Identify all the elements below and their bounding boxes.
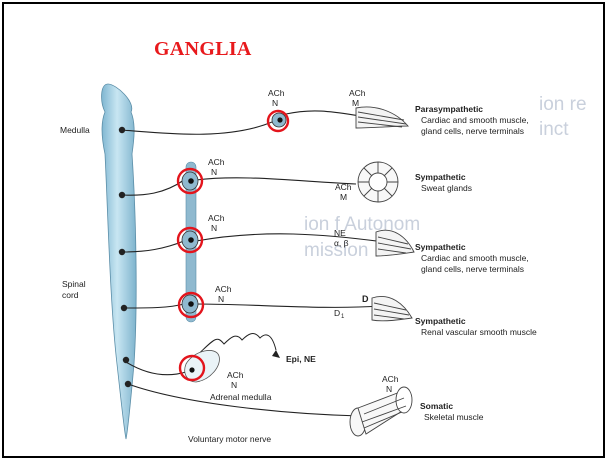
spinal-cord-label: cord — [62, 290, 79, 300]
voluntary-motor-nerve-label: Voluntary motor nerve — [188, 434, 271, 444]
target-heading: Sympathetic — [415, 172, 466, 182]
receptor-label: ACh — [268, 88, 285, 98]
effector-cardiac-smooth-2 — [376, 230, 414, 256]
receptor-label: N — [211, 223, 217, 233]
receptor-label: M — [340, 192, 347, 202]
effector-skeletal-muscle — [350, 387, 412, 436]
receptor-label: ACh — [335, 182, 352, 192]
adrenal-medulla-label: Adrenal medulla — [210, 392, 272, 402]
receptor-label: D — [362, 294, 369, 304]
receptor-label: N — [231, 380, 237, 390]
receptor-label: ACh — [208, 157, 225, 167]
effector-sweat-gland — [358, 162, 398, 202]
receptor-label: N — [272, 98, 278, 108]
target-line: Sweat glands — [421, 183, 472, 193]
effector-renal-vascular — [372, 296, 412, 320]
target-line: gland cells, nerve terminals — [421, 264, 524, 274]
receptor-label: N — [386, 384, 392, 394]
receptor-label: D — [334, 308, 340, 318]
spinal-cord-label: Spinal — [62, 279, 86, 289]
ganglia — [182, 113, 286, 382]
epi-arrow — [272, 350, 280, 358]
target-descriptions: Parasympathetic Cardiac and smooth muscl… — [415, 104, 537, 422]
receptor-label: M — [352, 98, 359, 108]
receptor-label: Epi, NE — [286, 354, 316, 364]
target-heading: Parasympathetic — [415, 104, 483, 114]
ganglia-diagram: Medulla Spinal cord ACh N ACh M ACh N AC… — [4, 4, 605, 458]
nerve-lines — [120, 111, 384, 416]
effector-cardiac-smooth-1 — [356, 107, 408, 128]
receptor-label: α, β — [334, 238, 349, 248]
target-line: Cardiac and smooth muscle, — [421, 115, 529, 125]
receptor-label: ACh — [227, 370, 244, 380]
spinal-cord — [102, 84, 137, 439]
target-heading: Sympathetic — [415, 242, 466, 252]
slide: ion re inct ion f Autonom mission GANGLI… — [2, 2, 605, 458]
medulla-label: Medulla — [60, 125, 90, 135]
target-line: Cardiac and smooth muscle, — [421, 253, 529, 263]
receptor-label: 1 — [341, 314, 345, 320]
target-line: Skeletal muscle — [424, 412, 484, 422]
receptor-label: ACh — [349, 88, 366, 98]
receptor-label: ACh — [208, 213, 225, 223]
receptor-label: N — [218, 294, 224, 304]
receptor-label: N — [211, 167, 217, 177]
receptor-label: NE — [334, 228, 346, 238]
target-heading: Somatic — [420, 401, 453, 411]
receptor-labels: ACh N ACh M ACh N ACh M ACh N NE α, β AC… — [208, 88, 399, 394]
receptor-label: ACh — [382, 374, 399, 384]
target-line: gland cells, nerve terminals — [421, 126, 524, 136]
target-heading: Sympathetic — [415, 316, 466, 326]
receptor-label: ACh — [215, 284, 232, 294]
target-line: Renal vascular smooth muscle — [421, 327, 537, 337]
